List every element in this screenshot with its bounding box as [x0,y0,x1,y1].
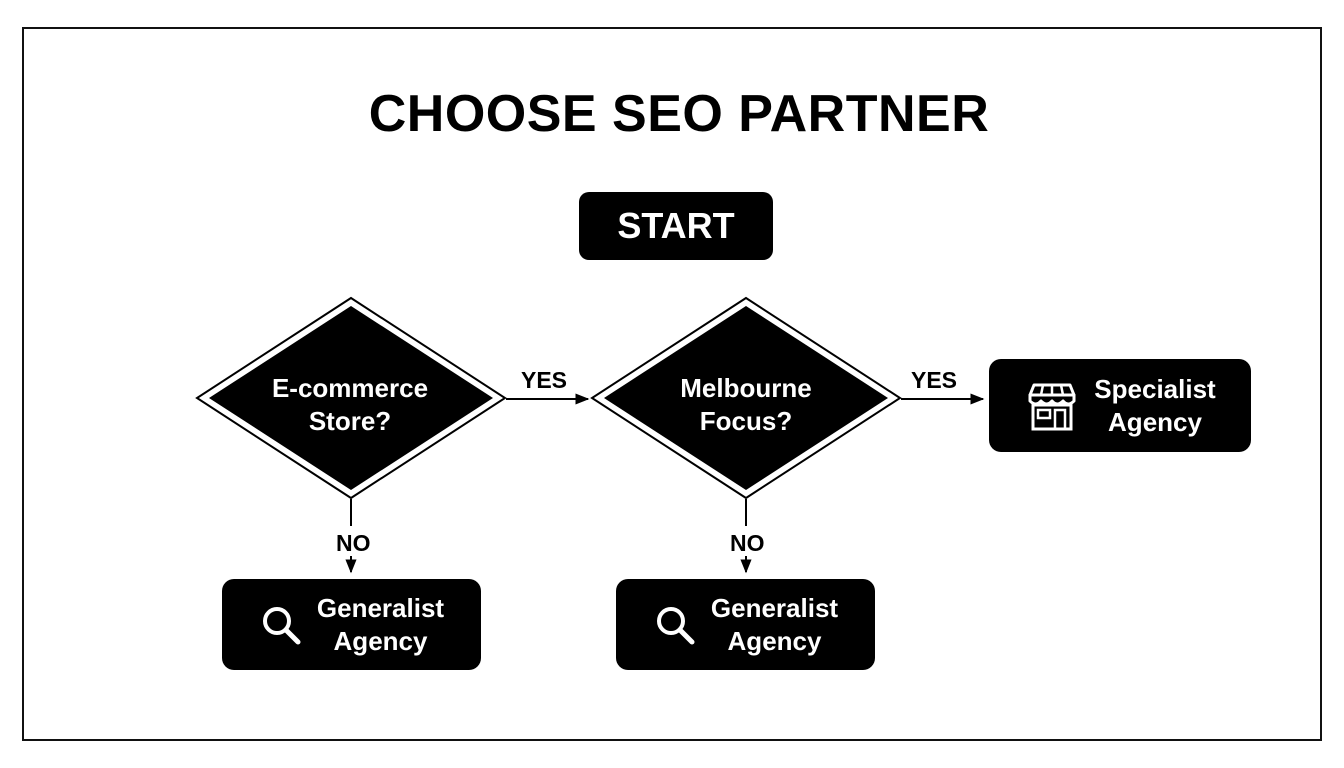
outcome-generalist-agency-2: Generalist Agency [616,579,875,670]
outcome-specialist-line1: Specialist [1094,373,1216,404]
magnifier-icon [262,606,301,644]
decision-diamond-melbourne [590,296,902,500]
outcome-generalist-2-line2: Agency [727,625,822,656]
edge-label-no-1: NO [336,530,371,556]
decision-ecommerce-line1: E-commerce [271,373,429,403]
outcome-generalist-1-line1: Generalist [316,592,445,623]
diagram-title: CHOOSE SEO PARTNER [368,85,990,143]
decision-melbourne-text: Melbourne Focus? [646,372,846,438]
decision-ecommerce-line2: Store? [308,406,392,436]
edge-label-yes-2: YES [911,367,958,393]
diagram-frame [22,27,1322,741]
outcome-generalist-1-line2: Agency [333,625,428,656]
outcome-specialist-agency: Specialist Agency [989,359,1251,452]
start-node: START [579,192,773,260]
storefront-icon [1028,383,1076,430]
edge-label-no-2: NO [730,530,765,556]
magnifier-icon [656,606,695,644]
start-label: START [617,205,735,246]
outcome-generalist-agency-1: Generalist Agency [222,579,481,670]
decision-diamond-ecommerce [195,296,507,500]
decision-melbourne-line1: Melbourne [680,373,812,403]
outcome-generalist-2-line1: Generalist [710,592,839,623]
edge-label-yes-1: YES [521,367,568,393]
outcome-specialist-line2: Agency [1108,406,1202,437]
decision-ecommerce-text: E-commerce Store? [250,372,450,438]
decision-melbourne-line2: Focus? [699,406,793,436]
